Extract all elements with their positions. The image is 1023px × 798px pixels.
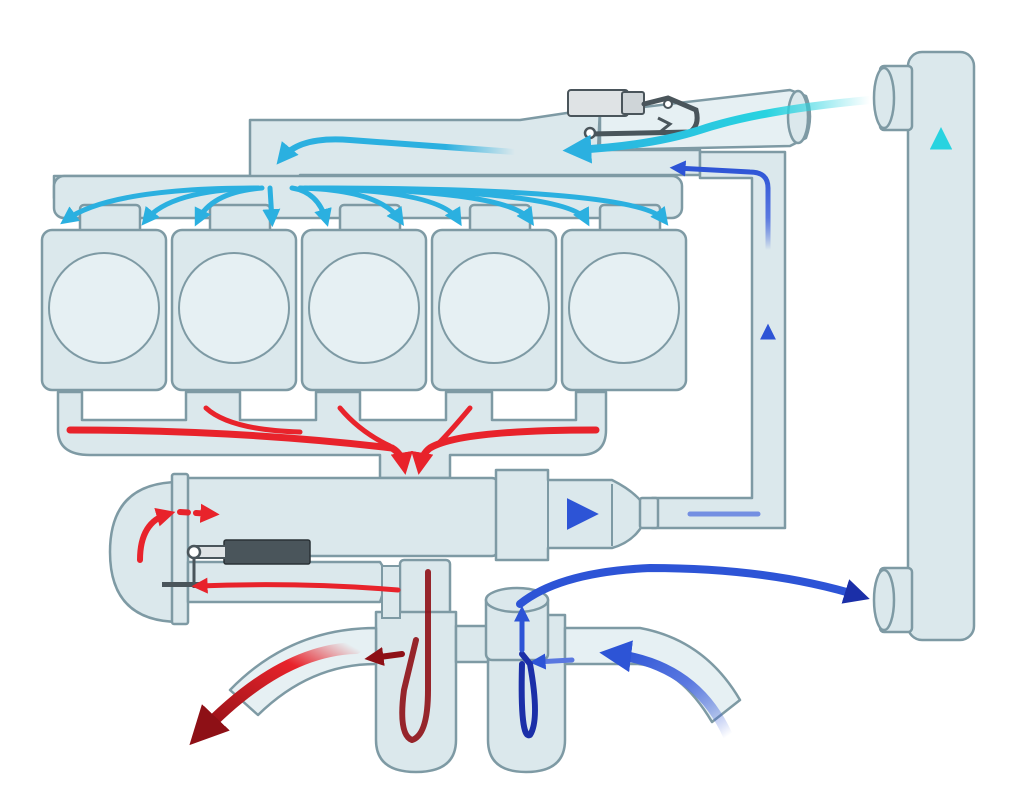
muffler-to-outlet-flow (364, 646, 405, 666)
cylinder-bore (178, 252, 290, 364)
intake-distribution-arrows (60, 185, 669, 228)
cylinder-bore (568, 252, 680, 364)
filter-inlet-flow (529, 653, 575, 670)
components (52, 50, 976, 774)
wastegate-bypass (186, 560, 387, 604)
muffler-filter-connector (454, 624, 490, 664)
downpipe-flow (399, 569, 431, 743)
wastegate-actuator-icon (162, 539, 311, 588)
intake-flow-throttle (562, 96, 874, 164)
cylinder-5 (560, 228, 688, 392)
turbine-loop-flow (137, 507, 176, 563)
turbo-section-lines (381, 478, 613, 619)
intake-flow-plenum (276, 136, 518, 165)
engine-cylinders (40, 228, 688, 392)
charge-air-upper-flow (669, 160, 771, 253)
charge-air-pipe (650, 150, 787, 530)
intercooler-bottom-port (872, 566, 914, 634)
fresh-air-inlet-flow (599, 640, 733, 741)
throttle-inlet-mouth (786, 89, 810, 145)
exhaust-outlet-flow (189, 642, 362, 746)
compressor-outlet-flange (638, 496, 660, 530)
turbo-exhaust-loop (108, 480, 182, 624)
turbo-flange-left (170, 472, 190, 626)
intercooler-top-port (872, 64, 914, 132)
exhaust-manifold (56, 390, 608, 480)
compressor-feed-to-intercooler (516, 564, 870, 608)
cylinder-1 (40, 228, 168, 392)
flow-arrows (60, 96, 953, 746)
cylinder-3 (300, 228, 428, 392)
wastegate-flow (191, 577, 401, 594)
exhaust-collection-arrows (66, 405, 600, 475)
cylinder-bore (438, 252, 550, 364)
cylinder-2 (170, 228, 298, 392)
cylinder-bore (308, 252, 420, 364)
cylinder-4 (430, 228, 558, 392)
filter-swirl-flow (518, 651, 538, 739)
turbine-entry-flow (177, 503, 220, 523)
cylinder-bore (48, 252, 160, 364)
exhaust-outlet-pipe (228, 626, 378, 717)
exhaust-muffler (374, 610, 458, 774)
